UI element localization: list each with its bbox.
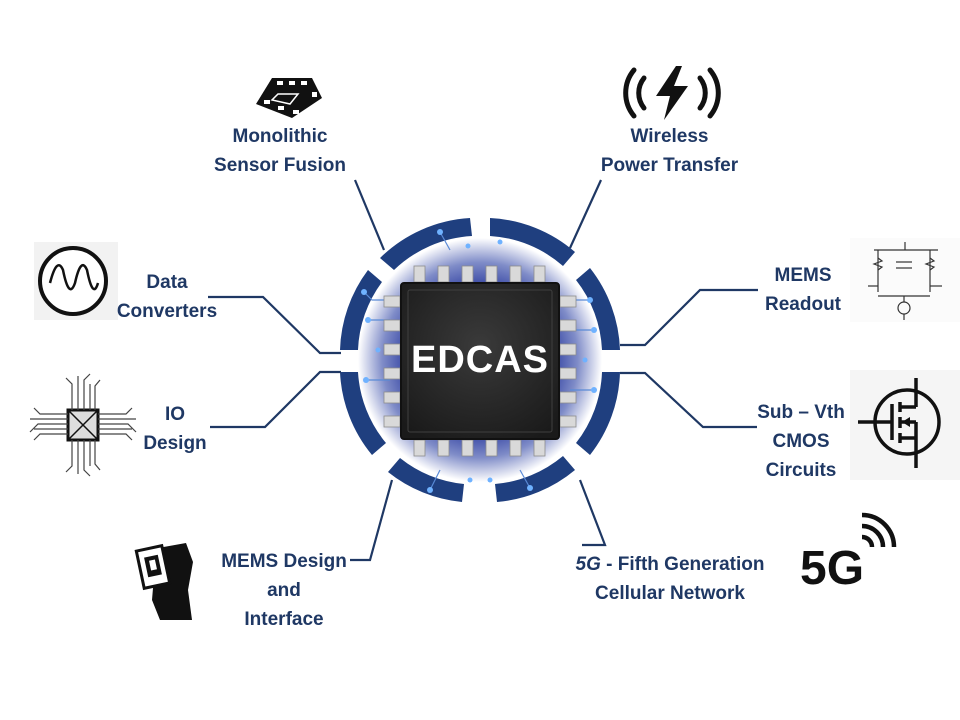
connector-mems-readout [620, 288, 758, 347]
label-line: Converters [116, 301, 218, 322]
label-line: MEMS Design [221, 551, 347, 572]
chip-io-icon [29, 373, 137, 477]
label-data-converters: Data Converters [108, 268, 226, 326]
label-mems-design-interface: MEMS Design and Interface [209, 547, 359, 634]
label-line: Readout [765, 294, 841, 315]
label-5g-prefix: 5G [575, 554, 601, 575]
label-wireless-power-transfer: Wireless Power Transfer [592, 122, 747, 180]
label-line: Monolithic [232, 126, 328, 147]
label-monolithic-sensor-fusion: Monolithic Sensor Fusion [205, 122, 355, 180]
circuit-dots [361, 229, 597, 493]
chip-pins [383, 265, 577, 457]
connector-io-design [210, 370, 341, 429]
label-fifth-generation: 5G - Fifth Generation Cellular Network [556, 550, 784, 608]
connector-sub-vth-cmos [620, 371, 757, 429]
wireless-power-icon [623, 66, 721, 120]
label-line: Power Transfer [600, 155, 739, 176]
label-line: Cellular Network [595, 583, 745, 604]
connector-mems-design-interface [350, 479, 394, 562]
label-sub-vth-cmos: Sub – Vth CMOS Circuits [746, 398, 856, 485]
connector-data-converters [208, 295, 341, 355]
mems-device-icon [134, 543, 193, 620]
label-line: Sub – Vth [757, 402, 845, 423]
connector-fifth-generation [578, 479, 607, 547]
label-io-design: IO Design [130, 400, 220, 458]
hub-title: EDCAS [410, 339, 550, 381]
connectors [208, 179, 758, 562]
label-line: CMOS [772, 431, 830, 452]
connector-monolithic-sensor-fusion [353, 179, 386, 251]
5g-icon: 5G [800, 512, 897, 595]
label-line: IO [164, 404, 186, 425]
sine-wave-icon [34, 242, 118, 320]
label-line: Interface [244, 609, 324, 630]
5g-icon-text: 5G [800, 542, 864, 595]
label-line: Data [146, 272, 188, 293]
label-line: Sensor Fusion [214, 155, 346, 176]
label-5g-rest: - Fifth Generation [600, 554, 765, 575]
label-mems-readout: MEMS Readout [753, 261, 853, 319]
label-line: Wireless [630, 126, 709, 147]
label-line: and [267, 580, 301, 601]
sensor-package-icon [256, 78, 322, 118]
connector-wireless-power-transfer [568, 179, 603, 249]
label-line: Design [143, 433, 207, 454]
mosfet-symbol-icon [850, 370, 960, 480]
hub-ring [340, 218, 620, 502]
label-line: 5G - Fifth Generation [556, 550, 784, 579]
chip-body [400, 282, 560, 440]
circuit-schematic-icon [850, 238, 960, 322]
label-line: MEMS [774, 265, 832, 286]
label-line: Circuits [765, 460, 837, 481]
